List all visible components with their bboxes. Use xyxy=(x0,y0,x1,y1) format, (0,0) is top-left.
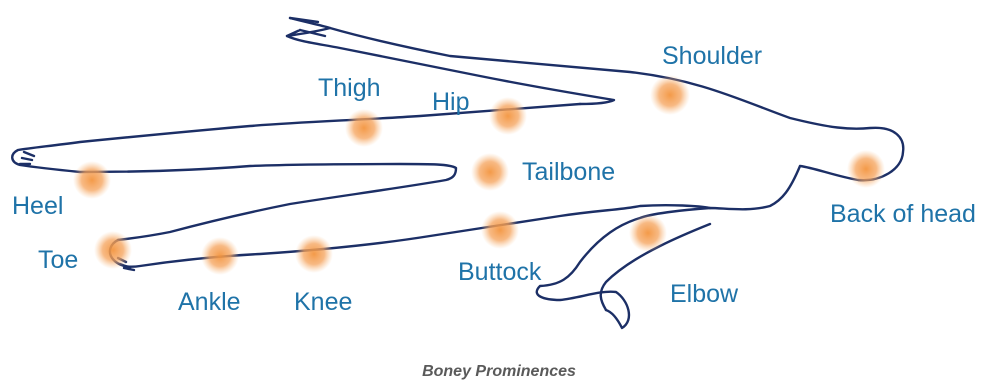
label-knee: Knee xyxy=(294,288,352,316)
marker-buttock xyxy=(481,211,519,249)
marker-elbow xyxy=(629,214,667,252)
marker-back-of-head xyxy=(847,150,885,188)
marker-toe xyxy=(94,231,132,269)
label-toe: Toe xyxy=(38,246,78,274)
label-hip: Hip xyxy=(432,88,470,116)
marker-ankle xyxy=(201,237,239,275)
label-back-of-head: Back of head xyxy=(830,200,976,228)
marker-knee xyxy=(295,235,333,273)
label-buttock: Buttock xyxy=(458,258,542,286)
label-thigh: Thigh xyxy=(318,74,381,102)
label-ankle: Ankle xyxy=(178,288,241,316)
figure-caption: Boney Prominences xyxy=(422,363,576,380)
label-heel: Heel xyxy=(12,192,63,220)
marker-heel xyxy=(73,161,111,199)
prominence-markers xyxy=(73,75,885,275)
marker-hip xyxy=(489,97,527,135)
lower-leg-outline xyxy=(110,205,710,267)
marker-shoulder xyxy=(650,75,690,115)
heel-toes-outline xyxy=(20,152,34,164)
label-tailbone: Tailbone xyxy=(522,158,615,186)
label-elbow: Elbow xyxy=(670,280,739,308)
marker-tailbone xyxy=(471,153,509,191)
marker-thigh xyxy=(345,109,383,147)
label-shoulder: Shoulder xyxy=(662,42,762,70)
